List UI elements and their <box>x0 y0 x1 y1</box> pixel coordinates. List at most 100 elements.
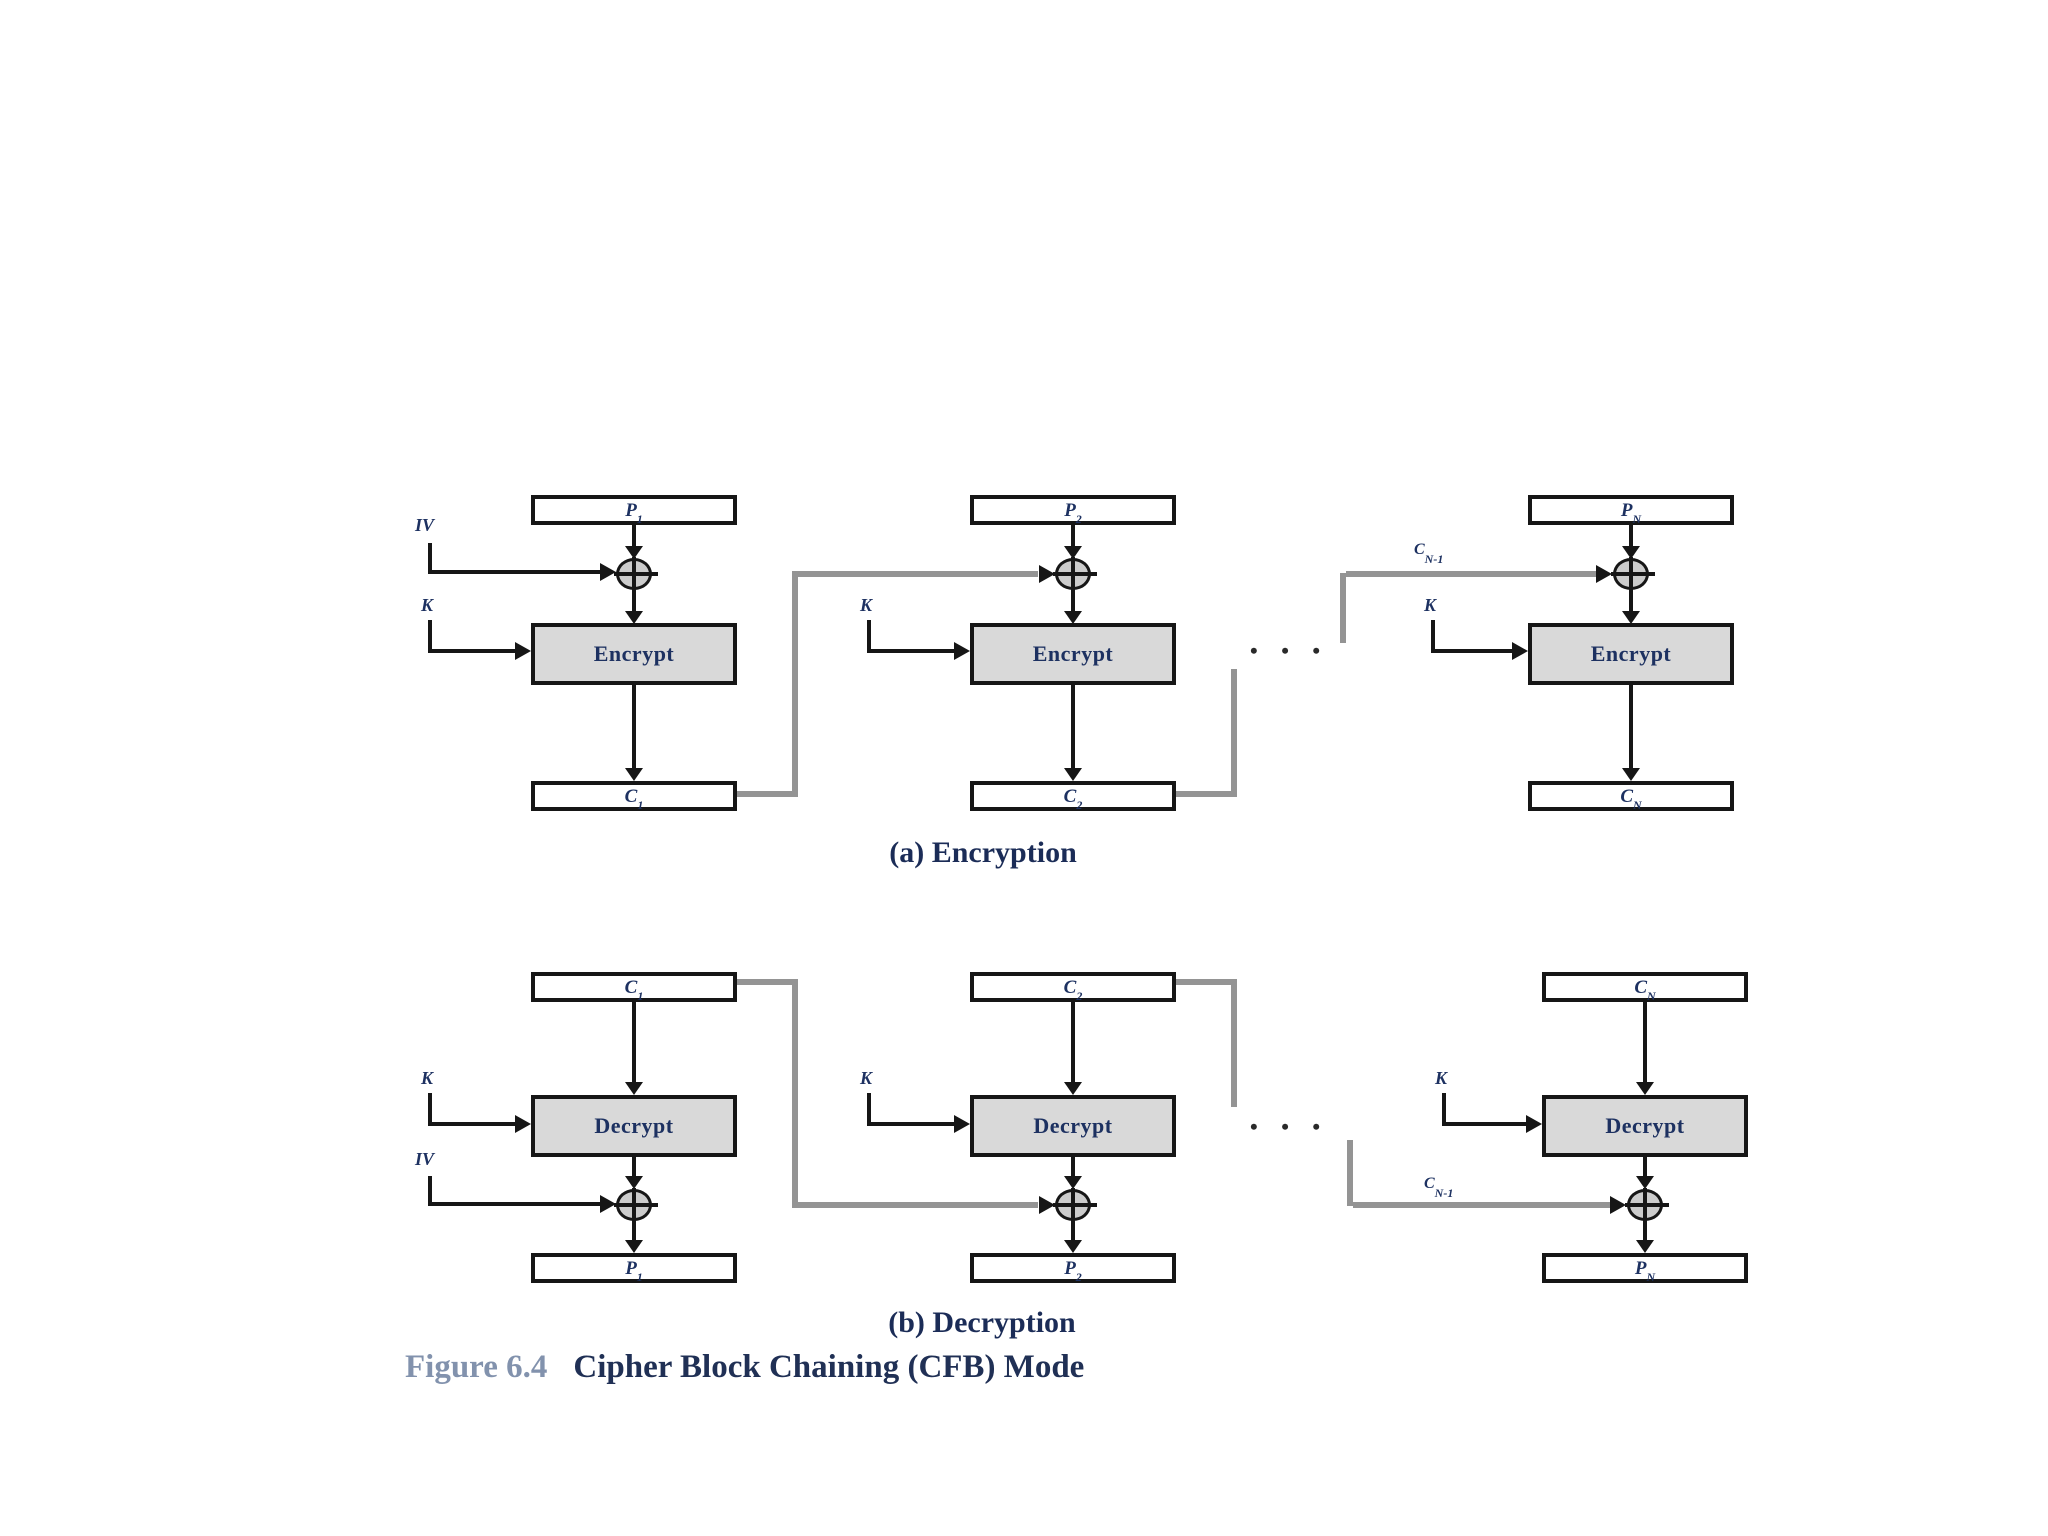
arrow-right-icon <box>1039 565 1055 583</box>
key-label: K <box>860 595 873 615</box>
decrypt-block: Decrypt <box>970 1095 1176 1157</box>
key-elbow-line <box>428 1093 432 1124</box>
encrypt-block: Encrypt <box>970 623 1176 685</box>
arrow-right-icon <box>515 642 531 660</box>
decrypt-block: Decrypt <box>1542 1095 1748 1157</box>
connector-line <box>632 685 636 769</box>
arrow-right-icon <box>954 642 970 660</box>
encrypt-label: Encrypt <box>1032 641 1114 666</box>
decryption-caption: (b) Decryption <box>888 1306 1076 1339</box>
arrow-down-icon <box>1636 1176 1654 1189</box>
block-label: C <box>624 785 638 807</box>
figure-number: Figure 6.4 <box>405 1349 548 1385</box>
chain-line <box>798 1202 1038 1208</box>
arrow-down-icon <box>625 546 643 559</box>
arrow-right-icon <box>1526 1115 1542 1133</box>
decrypt-label: Decrypt <box>1605 1113 1685 1138</box>
chain-line <box>737 979 795 985</box>
figure-caption: Figure 6.4 Cipher Block Chaining (CFB) M… <box>405 1349 1084 1385</box>
connector-line <box>1071 685 1075 769</box>
arrow-down-icon <box>625 611 643 624</box>
arrow-down-icon <box>625 1176 643 1189</box>
iv-elbow-line <box>428 543 432 572</box>
key-elbow-line <box>1431 620 1435 652</box>
arrow-down-icon <box>1622 611 1640 624</box>
chain-line <box>1347 1140 1353 1206</box>
xor-icon <box>1625 1188 1669 1225</box>
connector-line <box>1643 1157 1647 1177</box>
block-label: C <box>1063 785 1077 807</box>
block-label: P <box>625 1257 637 1279</box>
arrow-down-icon <box>1064 768 1082 781</box>
key-label: K <box>1424 595 1437 615</box>
xor-icon <box>1053 1188 1097 1225</box>
arrow-right-icon <box>600 563 616 581</box>
block-label: C <box>1634 976 1647 998</box>
connector-line <box>632 525 636 548</box>
key-elbow-line <box>428 649 515 653</box>
connector-line <box>1071 1002 1075 1082</box>
chain-line <box>798 571 1038 577</box>
arrow-down-icon <box>1064 546 1082 559</box>
key-elbow-line <box>1442 1122 1526 1126</box>
decrypt-block: Decrypt <box>531 1095 737 1157</box>
arrow-right-icon <box>515 1115 531 1133</box>
ellipsis-dots: • • • <box>1250 1114 1330 1139</box>
xor-icon <box>1611 557 1655 594</box>
arrow-down-icon <box>1636 1240 1654 1253</box>
encrypt-block: Encrypt <box>1528 623 1734 685</box>
arrow-down-icon <box>1622 546 1640 559</box>
connector-line <box>1629 590 1633 612</box>
connector-line <box>632 1002 636 1082</box>
key-elbow-line <box>428 620 432 652</box>
encrypt-label: Encrypt <box>1590 641 1672 666</box>
connector-line <box>1071 590 1075 612</box>
key-label: K <box>860 1068 873 1088</box>
key-elbow-line <box>867 1093 871 1124</box>
arrow-down-icon <box>1064 1082 1082 1095</box>
decrypt-label: Decrypt <box>1033 1113 1113 1138</box>
block-label: C <box>624 976 638 998</box>
encryption-caption: (a) Encryption <box>889 836 1077 869</box>
key-elbow-line <box>867 649 954 653</box>
arrow-down-icon <box>1064 1240 1082 1253</box>
key-elbow-line <box>428 1122 515 1126</box>
connector-line <box>1629 685 1633 769</box>
chain-line <box>1176 979 1234 985</box>
arrow-down-icon <box>1636 1082 1654 1095</box>
key-label: K <box>1435 1068 1448 1088</box>
chain-line <box>1231 669 1237 797</box>
xor-icon <box>1053 557 1097 594</box>
key-elbow-line <box>867 620 871 652</box>
block-label: P <box>1620 499 1633 521</box>
arrow-down-icon <box>1622 768 1640 781</box>
block-label: P <box>1634 1257 1647 1279</box>
arrow-down-icon <box>1064 611 1082 624</box>
arrow-right-icon <box>1512 642 1528 660</box>
arrow-down-icon <box>625 1240 643 1253</box>
encrypt-label: Encrypt <box>593 641 675 666</box>
arrow-right-icon <box>1610 1196 1626 1214</box>
iv-label: IV <box>415 515 435 535</box>
iv-elbow-line <box>428 1176 432 1204</box>
key-elbow-line <box>1442 1093 1446 1124</box>
chain-line <box>1353 1202 1610 1208</box>
chain-line <box>1176 791 1234 797</box>
arrow-right-icon <box>1039 1196 1055 1214</box>
connector-line <box>632 590 636 612</box>
chain-line <box>1340 573 1346 643</box>
encrypt-block: Encrypt <box>531 623 737 685</box>
connector-line <box>1071 1157 1075 1177</box>
chain-line <box>1346 571 1596 577</box>
